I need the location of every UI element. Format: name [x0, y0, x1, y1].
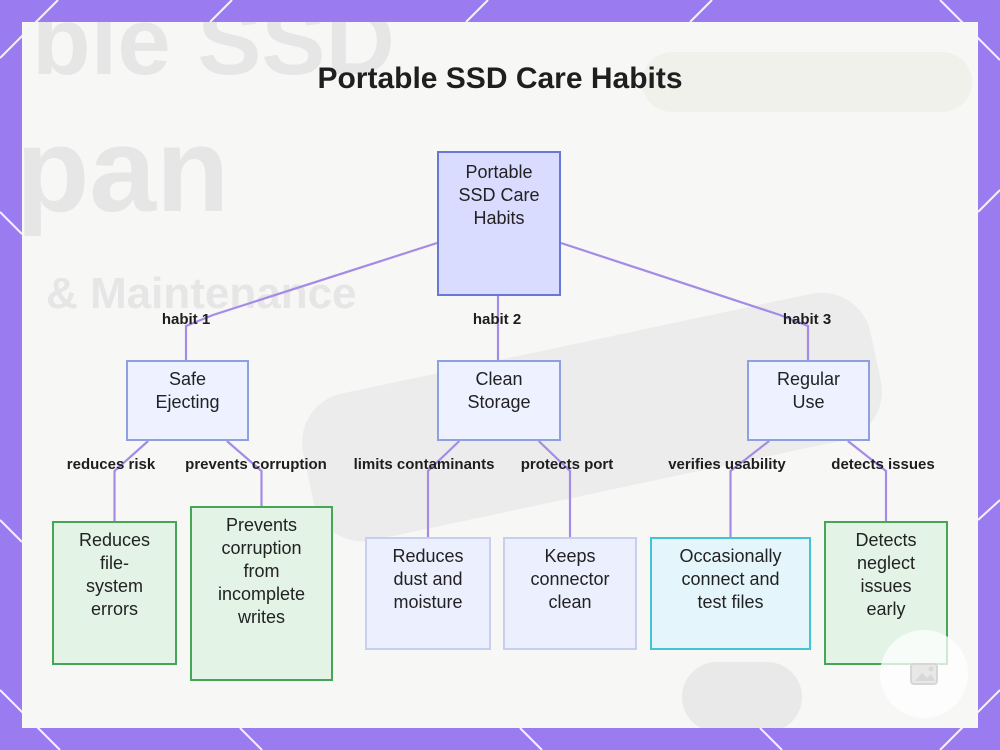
node-text-line: errors: [90, 599, 138, 619]
edge-label-habit-1: habit 1: [161, 311, 211, 328]
node-text-line: Safe: [168, 369, 206, 389]
outcome-node-1-1: Reduces file-system errors: [52, 521, 177, 665]
node-text-line: file-: [99, 553, 129, 573]
node-text-line: test files: [697, 592, 764, 612]
node-text-line: Reduces: [392, 546, 464, 566]
edge-habit-1-outcome-1: [113, 440, 149, 521]
node-text-line: incomplete: [217, 584, 306, 604]
node-text-line: Habits: [473, 208, 525, 228]
node-text-line: Regular: [776, 369, 841, 389]
node-text-line: neglect: [856, 553, 916, 573]
node-text-line: SSD Care: [458, 185, 540, 205]
node-text-line: moisture: [393, 592, 463, 612]
edge-label-outcome-2-1: limits contaminants: [353, 456, 495, 473]
edge-label-habit-2: habit 2: [472, 311, 522, 328]
node-text-line: system: [85, 576, 143, 596]
outcome-node-3-1: Occasionally connect and test files: [650, 537, 811, 650]
edge-label-habit-3: habit 3: [782, 311, 832, 328]
edge-habit-3-outcome-2: [847, 440, 888, 521]
node-text-line: Storage: [467, 392, 531, 412]
background-ghost-text: ble SSD: [32, 22, 395, 95]
outcome-node-3-1-text: Occasionally connect and test files: [679, 545, 781, 614]
node-text-line: Ejecting: [155, 392, 220, 412]
watermark-badge: [880, 630, 968, 718]
node-text-line: Detects: [855, 530, 917, 550]
node-text-line: Prevents: [225, 515, 298, 535]
node-text-line: from: [243, 561, 280, 581]
edge-label-outcome-1-2: prevents corruption: [185, 456, 327, 473]
background-ghost-text: & Maintenance: [46, 269, 357, 318]
node-text-line: issues: [860, 576, 912, 596]
node-text-line: Use: [792, 392, 825, 412]
node-text-line: clean: [548, 592, 592, 612]
node-text-line: Portable: [465, 162, 533, 182]
background-blur-shape: [682, 662, 802, 728]
node-text-line: Occasionally: [679, 546, 782, 566]
edge-label-outcome-3-1: verifies usability: [668, 456, 786, 473]
edge-label-outcome-1-1: reduces risk: [66, 456, 156, 473]
node-text-line: writes: [237, 607, 285, 627]
background-ghost-text: pan: [22, 103, 230, 237]
outcome-node-1-2-text: Prevents corruption from incomplete writes: [218, 514, 305, 629]
outcome-node-2-2: Keeps connector clean: [503, 537, 637, 650]
node-text-line: corruption: [221, 538, 302, 558]
outcome-node-1-2: Prevents corruption from incomplete writes: [190, 506, 333, 681]
node-text-line: early: [866, 599, 906, 619]
node-text-line: dust and: [393, 569, 463, 589]
edge-habit-3-outcome-1: [729, 440, 770, 537]
node-text-line: Reduces: [78, 530, 151, 550]
outcome-node-3-2: Detects neglect issues early: [824, 521, 948, 665]
edge-label-outcome-3-2: detects issues: [831, 456, 935, 473]
node-text-line: Clean: [475, 369, 523, 389]
edge-root-habit-3: [560, 241, 810, 360]
outcome-node-2-1-text: Reduces dust and moisture: [392, 545, 463, 614]
outcome-node-1-1-text: Reduces file-system errors: [79, 529, 150, 621]
edge-habit-2-outcome-1: [426, 440, 461, 537]
edge-habit-1-outcome-2: [226, 440, 263, 506]
outcome-node-2-2-text: Keeps connector clean: [530, 545, 609, 614]
node-text-line: connector: [530, 569, 610, 589]
edge-label-outcome-2-2: protects port: [520, 456, 614, 473]
edge-root-habit-1: [184, 241, 438, 360]
node-text-line: Keeps: [544, 546, 596, 566]
background-blur-shape: [642, 52, 972, 112]
image-icon: [910, 663, 938, 685]
outcome-node-2-1: Reduces dust and moisture: [365, 537, 491, 650]
outcome-node-3-2-text: Detects neglect issues early: [855, 529, 916, 621]
node-text-line: connect and: [681, 569, 780, 589]
diagram-title: Portable SSD Care Habits: [317, 62, 683, 95]
edge-habit-2-outcome-2: [537, 440, 572, 537]
